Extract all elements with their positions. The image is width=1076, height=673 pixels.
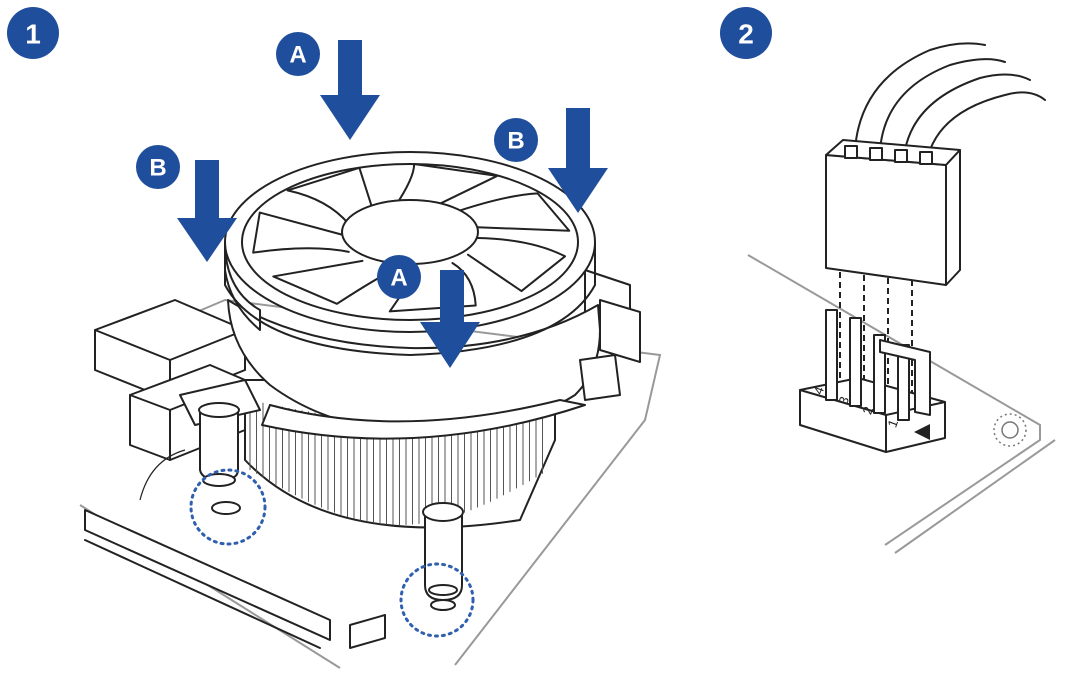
push-pin-left [198, 402, 241, 515]
arrow-b-right [548, 108, 608, 213]
fan-blade [393, 163, 499, 209]
svg-text:B: B [149, 155, 166, 182]
board-component [599, 299, 641, 363]
mount-arm-right [579, 354, 621, 401]
alignment-guides [839, 272, 913, 398]
fan-blade [466, 237, 567, 293]
fan-plug [825, 139, 961, 286]
pin-label-1: 1 [884, 417, 901, 429]
fan-blades [252, 163, 571, 313]
arrow-a-center [420, 270, 480, 368]
cooler-shroud [227, 299, 601, 433]
step-number-1: 1 [25, 19, 41, 50]
arrow-b-left [177, 160, 237, 262]
arrow-a-top [320, 40, 380, 140]
fan-header: 4 3 2 1 [799, 309, 946, 453]
step-badge-2: 2 [720, 7, 772, 59]
motherboard-panel-1 [79, 269, 662, 669]
motherboard-panel-2 [747, 254, 1056, 554]
press-arrows [177, 40, 608, 368]
svg-text:A: A [289, 42, 306, 69]
mount-hole-highlight-right [399, 562, 475, 638]
memory-slots [84, 299, 386, 649]
fan-frame-rim [224, 241, 596, 356]
pin-1-marker-icon [914, 424, 930, 440]
svg-text:A: A [390, 265, 407, 292]
callout-a-center: A [377, 255, 421, 299]
callout-a-top: A [276, 32, 320, 76]
fan-hub [341, 199, 479, 265]
cpu-cooler [179, 151, 621, 529]
pin-label-3: 3 [835, 394, 852, 406]
callout-b-right: B [494, 118, 538, 162]
mount-hole-highlight-left [189, 468, 267, 546]
step-number-2: 2 [738, 19, 754, 50]
fan-blade [286, 166, 375, 226]
step-badge-1: 1 [7, 7, 59, 59]
fan-cable [139, 449, 186, 501]
fan-blade [451, 192, 571, 232]
pin-label-4: 4 [810, 384, 827, 396]
push-pin-right [422, 502, 464, 611]
callout-b-left: B [136, 145, 180, 189]
pin-label-2: 2 [859, 404, 876, 416]
svg-text:B: B [507, 128, 524, 155]
fan-blade [252, 211, 350, 254]
fan-cable-wires [854, 42, 1046, 151]
mount-ring [261, 399, 586, 440]
